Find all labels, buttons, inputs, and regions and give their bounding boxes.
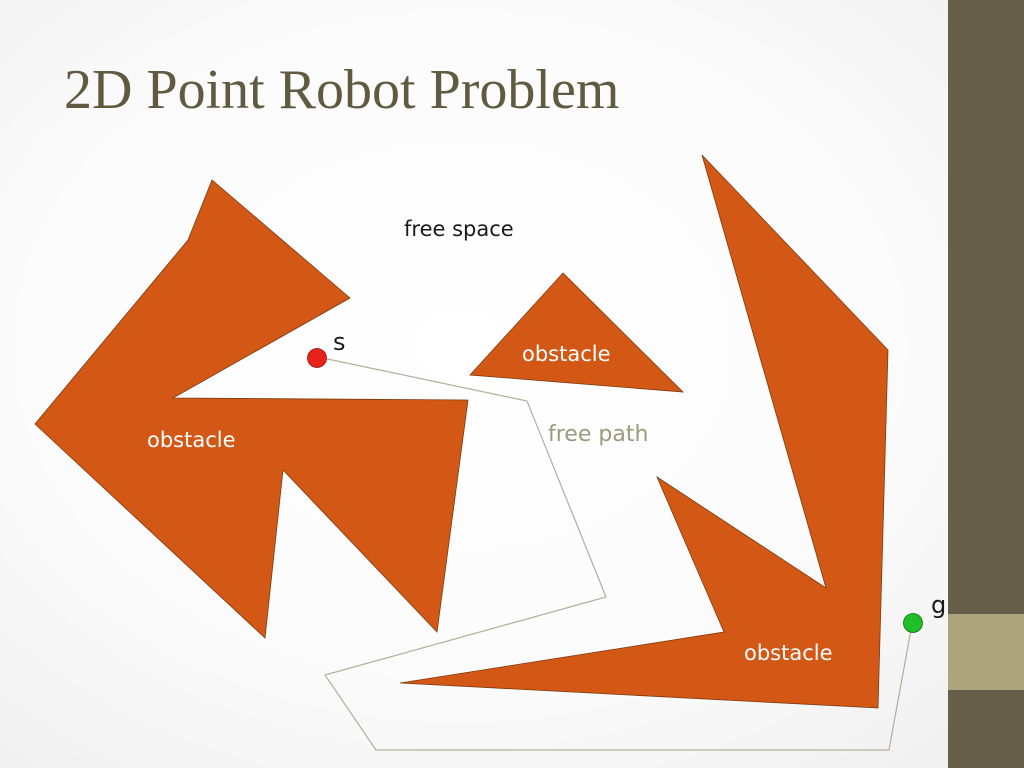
right-obstacle: [399, 154, 889, 709]
side-accent-block: [948, 614, 1024, 690]
goal-label: g: [931, 591, 946, 619]
free-path-line: [317, 356, 913, 751]
right-obstacle-label: obstacle: [744, 641, 833, 665]
left-obstacle: [34, 179, 469, 639]
start-label: s: [333, 328, 346, 356]
slide-title: 2D Point Robot Problem: [64, 59, 620, 121]
left-obstacle-label: obstacle: [147, 428, 236, 452]
start-point: [307, 348, 327, 368]
triangle-obstacle: [469, 272, 685, 393]
free-path-label: free path: [548, 422, 648, 447]
free-space-label: free space: [404, 217, 514, 241]
goal-point: [903, 613, 923, 633]
robot-diagram: free space obstacle obstacle obstacle fr…: [34, 154, 946, 751]
triangle-obstacle-label: obstacle: [522, 342, 611, 366]
